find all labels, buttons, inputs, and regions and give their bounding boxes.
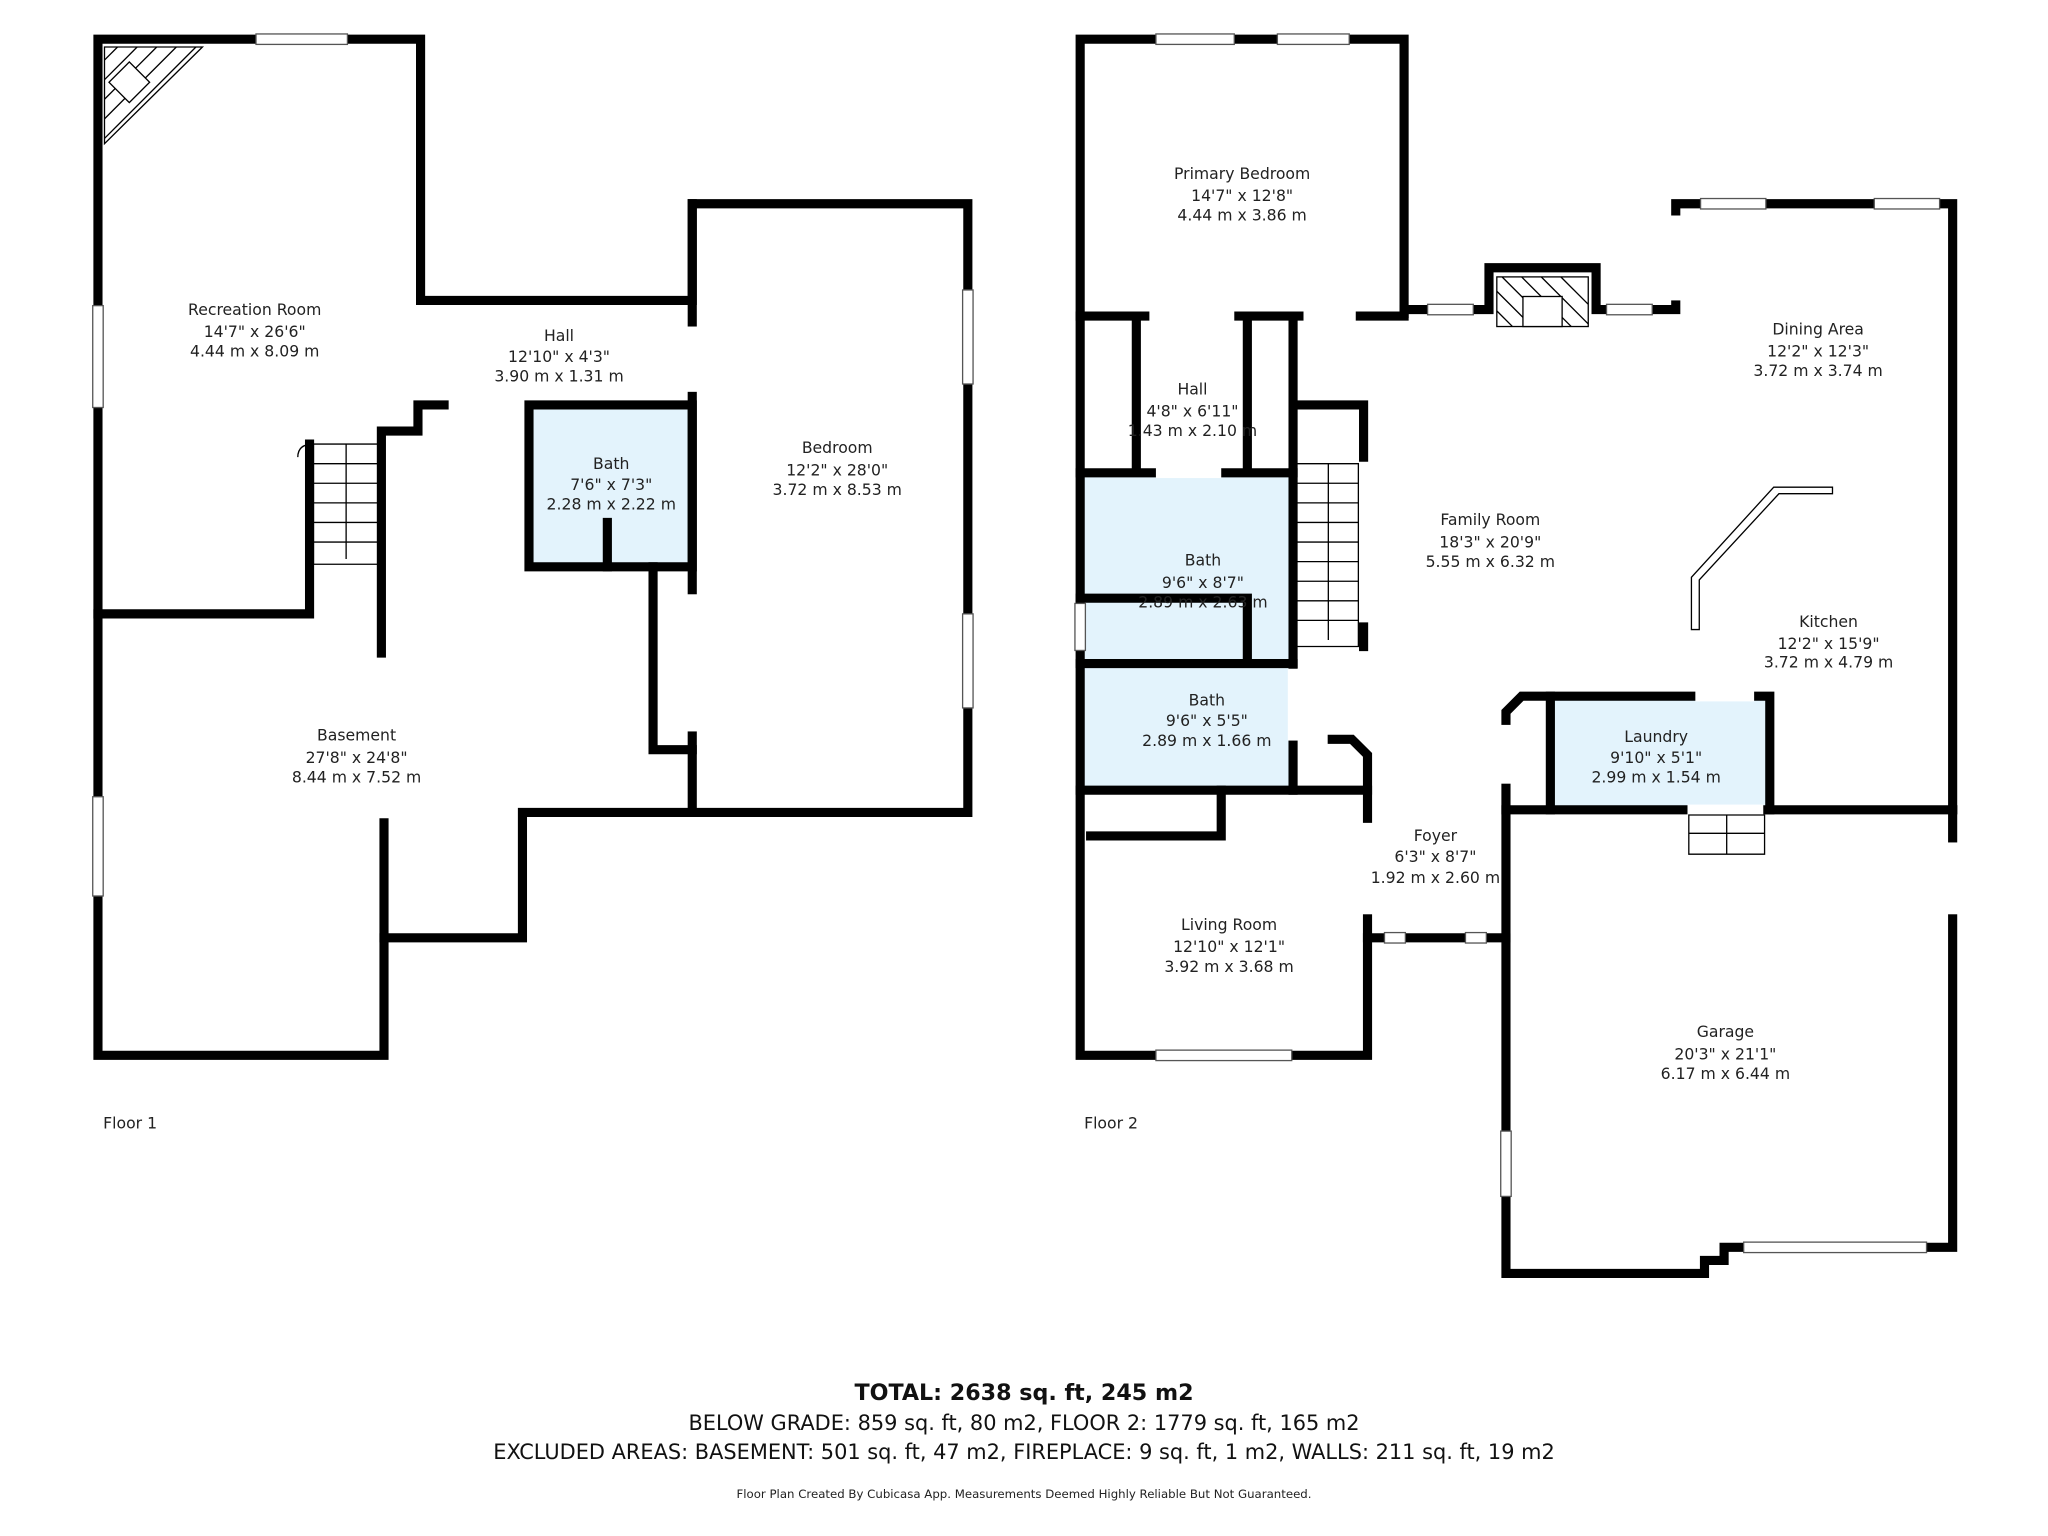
room-name: Living Room [1181,915,1277,934]
room-metric: 1.43 m x 2.10 m [1128,421,1257,440]
room-name: Primary Bedroom [1174,164,1310,183]
room-metric: 2.28 m x 2.22 m [547,494,676,513]
fireplace-icon [1496,276,1589,328]
stairs-icon [297,443,380,565]
garage-steps-icon [1688,814,1766,855]
room-label-foyer: Foyer 6'3" x 8'7" 1.92 m x 2.60 m [1371,826,1500,887]
room-label-bedroom: Bedroom 12'2" x 28'0" 3.72 m x 8.53 m [773,438,902,499]
room-metric: 2.89 m x 1.66 m [1142,731,1271,750]
room-name: Foyer [1414,826,1458,845]
room-label-bath-f1: Bath 7'6" x 7'3" 2.28 m x 2.22 m [547,454,676,513]
room-metric: 3.72 m x 3.74 m [1753,361,1882,380]
room-name: Hall [1177,379,1207,398]
room-metric: 3.90 m x 1.31 m [494,366,623,385]
stairs-icon [1296,463,1360,648]
room-fill-bath-lower [1084,666,1291,788]
room-name: Basement [317,726,396,745]
room-label-hall-f2: Hall 4'8" x 6'11" 1.43 m x 2.10 m [1128,379,1257,440]
room-name: Recreation Room [188,300,321,319]
room-metric: 8.44 m x 7.52 m [292,767,421,786]
room-label-primary-bedroom: Primary Bedroom 14'7" x 12'8" 4.44 m x 3… [1174,164,1310,225]
floor-label: Floor 1 [103,1113,157,1132]
room-metric: 4.44 m x 8.09 m [190,342,319,361]
room-label-bath-upper: Bath 9'6" x 8'7" 2.89 m x 2.63 m [1138,551,1267,612]
room-name: Bath [593,454,629,473]
room-label-living-room: Living Room 12'10" x 12'1" 3.92 m x 3.68… [1164,915,1293,976]
excluded-areas: EXCLUDED AREAS: BASEMENT: 501 sq. ft, 47… [493,1440,1555,1464]
walls-floor-1 [93,34,973,1060]
walls-floor-2 [1075,34,1958,1279]
room-metric: 1.92 m x 2.60 m [1371,868,1500,887]
room-label-kitchen: Kitchen 12'2" x 15'9" 3.72 m x 4.79 m [1764,612,1893,671]
room-imperial: 9'6" x 8'7" [1162,573,1244,592]
room-label-bath-lower: Bath 9'6" x 5'5" 2.89 m x 1.66 m [1142,690,1271,749]
room-label-laundry: Laundry 9'10" x 5'1" 2.99 m x 1.54 m [1591,727,1720,786]
room-name: Kitchen [1799,612,1858,631]
room-name: Family Room [1440,510,1540,529]
room-name: Dining Area [1772,319,1864,338]
room-metric: 4.44 m x 3.86 m [1177,206,1306,225]
room-name: Bedroom [802,438,873,457]
floor-2: Primary Bedroom 14'7" x 12'8" 4.44 m x 3… [1074,33,1958,1279]
room-imperial: 12'2" x 12'3" [1767,342,1869,361]
room-metric: 2.99 m x 1.54 m [1591,767,1720,786]
room-fill-bath-upper [1084,475,1291,661]
room-metric: 3.72 m x 8.53 m [773,480,902,499]
room-metric: 6.17 m x 6.44 m [1661,1064,1790,1083]
room-metric: 2.89 m x 2.63 m [1138,592,1267,611]
room-name: Hall [544,326,574,345]
room-label-recreation-room: Recreation Room 14'7" x 26'6" 4.44 m x 8… [188,300,321,361]
windows-floor-2 [1074,33,1958,1254]
floor-1: Recreation Room 14'7" x 26'6" 4.44 m x 8… [92,33,974,1132]
room-imperial: 12'10" x 12'1" [1173,937,1285,956]
room-imperial: 12'10" x 4'3" [508,347,610,366]
room-metric: 5.55 m x 6.32 m [1426,552,1555,571]
room-name: Bath [1189,690,1225,709]
room-imperial: 14'7" x 26'6" [204,322,306,341]
room-label-hall-f1: Hall 12'10" x 4'3" 3.90 m x 1.31 m [494,326,623,385]
room-metric: 3.72 m x 4.79 m [1764,652,1893,671]
room-imperial: 27'8" x 24'8" [306,748,408,767]
room-imperial: 18'3" x 20'9" [1439,532,1541,551]
room-name: Laundry [1624,727,1688,746]
room-metric: 3.92 m x 3.68 m [1164,957,1293,976]
room-imperial: 20'3" x 21'1" [1674,1044,1776,1063]
floor-label: Floor 2 [1084,1113,1138,1132]
floor-areas: BELOW GRADE: 859 sq. ft, 80 m2, FLOOR 2:… [688,1411,1359,1435]
room-name: Bath [1185,551,1221,570]
room-imperial: 4'8" x 6'11" [1146,402,1238,421]
kitchen-counter [1690,486,1834,631]
room-label-family-room: Family Room 18'3" x 20'9" 5.55 m x 6.32 … [1426,510,1555,571]
room-label-basement: Basement 27'8" x 24'8" 8.44 m x 7.52 m [292,726,421,787]
room-label-garage: Garage 20'3" x 21'1" 6.17 m x 6.44 m [1661,1022,1790,1083]
room-imperial: 12'2" x 28'0" [786,460,888,479]
fireplace-corner-icon [103,46,205,146]
total-area: TOTAL: 2638 sq. ft, 245 m2 [854,1380,1193,1406]
room-imperial: 6'3" x 8'7" [1394,847,1476,866]
room-imperial: 14'7" x 12'8" [1191,186,1293,205]
room-name: Garage [1697,1022,1754,1041]
room-imperial: 9'6" x 5'5" [1166,711,1248,730]
disclaimer: Floor Plan Created By Cubicasa App. Meas… [737,1487,1312,1501]
room-imperial: 9'10" x 5'1" [1610,748,1702,767]
room-fill-laundry [1550,697,1768,808]
room-imperial: 12'2" x 15'9" [1778,634,1880,653]
room-imperial: 7'6" x 7'3" [570,475,652,494]
windows-floor-1 [92,33,974,897]
area-summary: TOTAL: 2638 sq. ft, 245 m2 BELOW GRADE: … [493,1380,1555,1501]
room-label-dining-area: Dining Area 12'2" x 12'3" 3.72 m x 3.74 … [1753,319,1882,380]
